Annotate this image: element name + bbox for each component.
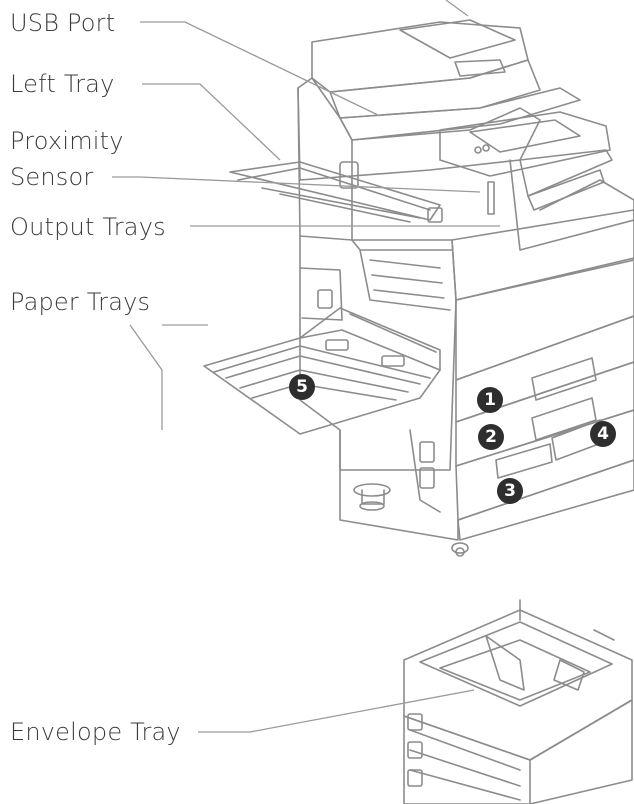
label-left-tray: Left Tray — [10, 70, 115, 98]
tray-number-badge-1: 1 — [477, 387, 503, 413]
tray-number-badge-4: 4 — [590, 421, 616, 447]
tray-number-badge-2: 2 — [478, 424, 504, 450]
paper-tray-2 — [455, 361, 634, 467]
label-output-trays: Output Trays — [10, 213, 166, 241]
leader-envelope-tray — [198, 689, 475, 733]
printer-upper-body — [297, 77, 541, 181]
printer-center-body — [299, 235, 457, 471]
printer-base — [339, 429, 459, 541]
label-envelope-tray: Envelope Tray — [10, 718, 181, 746]
leader-left-tray — [142, 83, 281, 161]
tray-number-badge-5: 5 — [289, 374, 315, 400]
label-proximity: Proximity — [10, 127, 124, 155]
bypass-tray — [203, 329, 441, 435]
leader-top — [445, 0, 469, 17]
leader-usb-port — [140, 21, 381, 117]
output-tray-right — [519, 149, 613, 197]
control-panel — [439, 111, 611, 177]
envelope-tray-front — [403, 715, 531, 804]
tray-number-badge-3: 3 — [497, 478, 523, 504]
label-sensor: Sensor — [10, 163, 94, 191]
label-usb-port: USB Port — [10, 9, 116, 37]
left-output-tray — [229, 161, 441, 221]
printer-right-body — [509, 159, 634, 251]
leader-sensor — [112, 176, 481, 193]
caster-right — [451, 542, 469, 554]
document-feeder — [311, 21, 529, 93]
leader-paper-trays-2 — [161, 324, 208, 430]
label-paper-trays: Paper Trays — [10, 288, 151, 316]
caster-left — [353, 483, 391, 497]
paper-tray-1 — [455, 257, 634, 381]
leader-paper-trays-1 — [129, 324, 163, 371]
